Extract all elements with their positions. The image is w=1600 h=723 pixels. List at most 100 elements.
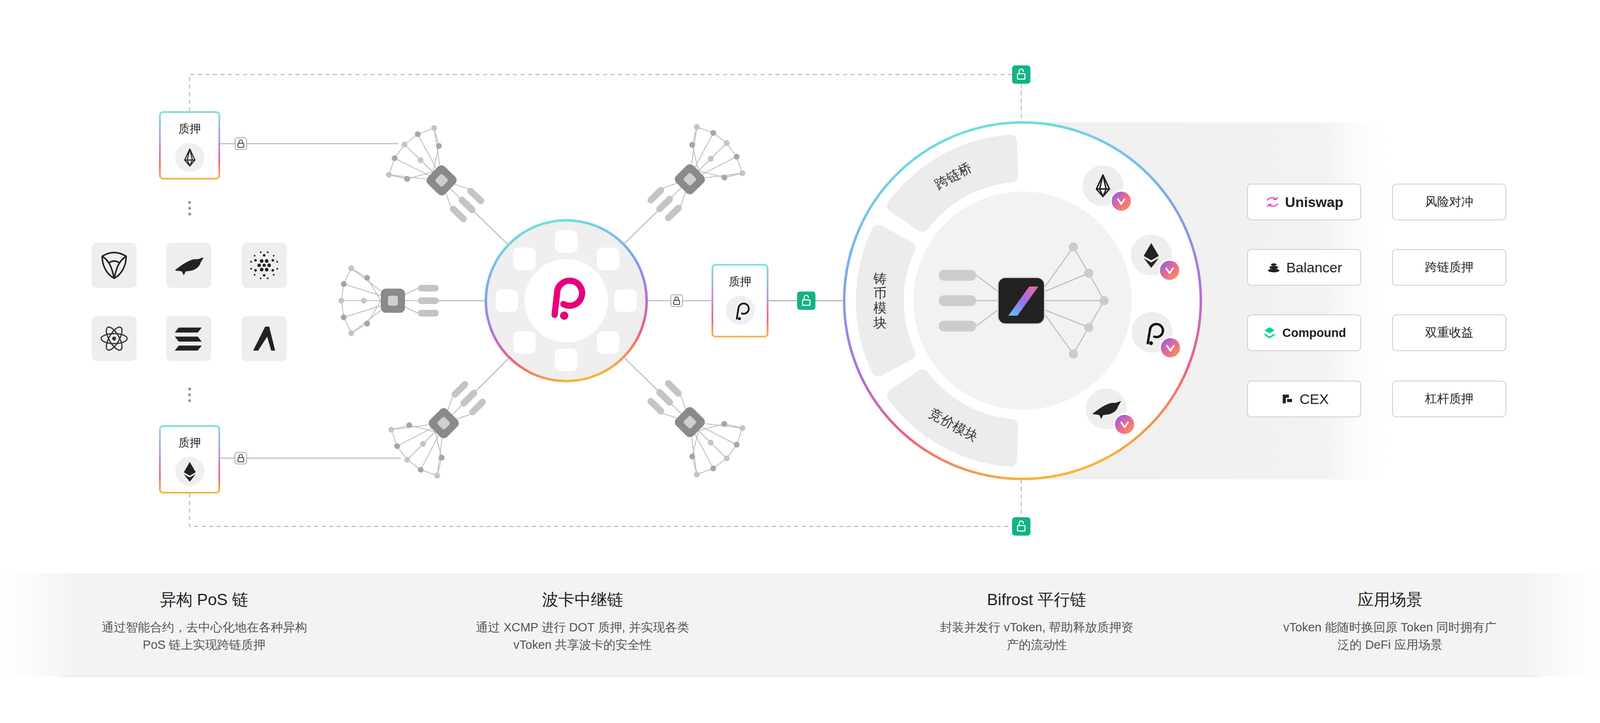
chain-icon-grid [253, 326, 276, 351]
chain-icon-grid [103, 325, 125, 353]
validator-network [343, 284, 381, 296]
validator-network [624, 357, 658, 390]
relay-chain [513, 247, 536, 271]
scenario-box: 双重收益 [1392, 314, 1507, 352]
validator-network [402, 175, 412, 184]
node-icon [175, 457, 205, 487]
validator-network [427, 127, 446, 146]
chain-icon-grid [91, 242, 137, 288]
node-icon [1269, 265, 1278, 270]
relay-chain [495, 289, 519, 313]
validator-network [338, 265, 439, 337]
scenario-box: 杠杆质押 [1392, 380, 1507, 418]
validator-network [698, 430, 727, 459]
node-label: 铸币模块 [873, 271, 887, 331]
validator-network [394, 150, 430, 185]
lock-icon [670, 295, 683, 307]
validator-network [705, 157, 743, 195]
feature-column: 波卡中继链通过 XCMP 进行 DOT 质押, 并实现各类 vToken 共享波… [472, 588, 693, 654]
node-body: 封装并发行 vToken, 帮助释放质押资 产的流动性 [935, 618, 1138, 654]
validator-network [663, 409, 678, 423]
vtoken-icon [1114, 414, 1135, 435]
lock-icon [235, 137, 247, 150]
validator-network [675, 127, 713, 165]
relay-chain [614, 289, 637, 313]
validator-network [387, 425, 396, 435]
validator-network [685, 127, 704, 145]
validator-network [405, 421, 414, 430]
node-icon [725, 295, 755, 325]
vtoken-icon [1082, 165, 1181, 435]
chain-icon-grid [260, 259, 264, 263]
validator-network [389, 158, 427, 196]
vtoken-icon [1120, 422, 1129, 428]
validator-network [686, 132, 722, 168]
stake-box: 质押 [159, 111, 221, 180]
validator-network [387, 295, 398, 306]
unlock-icon [1019, 69, 1024, 74]
validator-network [722, 454, 731, 463]
chain-icon-grid [101, 333, 128, 344]
node-label: Uniswap [1285, 194, 1344, 211]
unlock-icon [1012, 517, 1031, 536]
validator-network [687, 452, 697, 461]
chain-icon-grid [103, 325, 125, 353]
node-icon [183, 474, 196, 483]
validator-network [351, 268, 381, 292]
bifrost-parachain [938, 295, 977, 307]
validator-network [663, 203, 684, 223]
wire [220, 457, 401, 460]
relay-chain [555, 230, 578, 253]
module-sector: 铸币模块 [859, 270, 901, 333]
validator-network [392, 442, 402, 451]
vtoken-icon [1143, 242, 1159, 261]
node-icon [1267, 204, 1278, 207]
validator-network [682, 415, 698, 430]
feature-column: Bifrost 平行链封装并发行 vToken, 帮助释放质押资 产的流动性 [935, 588, 1138, 654]
bifrost-parachain [1068, 349, 1078, 359]
relay-chain [555, 348, 578, 372]
chain-icon-grid [174, 257, 204, 276]
bifrost-parachain [1044, 310, 1089, 328]
validator-network [407, 444, 423, 460]
bifrost-parachain [1068, 242, 1078, 252]
lock-icon [237, 143, 244, 148]
chain-icon-grid [174, 327, 202, 351]
ellipsis-dots [188, 212, 192, 216]
node-icon [1267, 268, 1280, 273]
validator-network [738, 424, 747, 433]
scenario-box: 风险对冲 [1392, 183, 1507, 221]
lock-icon [235, 452, 247, 465]
node-label: 杠杆质押 [1425, 390, 1474, 408]
validator-network [340, 281, 347, 288]
validator-network [676, 395, 690, 410]
validator-network [672, 187, 682, 198]
validator-network [402, 455, 412, 465]
validator-network [424, 163, 459, 198]
validator-network [340, 314, 347, 321]
vtoken-icon [1147, 324, 1163, 346]
ellipsis-dots [188, 201, 192, 205]
ellipsis-dots [188, 393, 192, 397]
validator-network [452, 405, 462, 415]
chain-icon-grid [250, 267, 253, 270]
wire [220, 143, 939, 459]
dashed-link [189, 479, 1022, 527]
chain-icon-grid [112, 336, 117, 341]
chain-icon-grid [250, 260, 253, 263]
chain-icon-grid [91, 316, 137, 362]
validator-network [696, 120, 750, 174]
node-icon [1267, 197, 1278, 201]
validator-network [738, 169, 747, 178]
ellipsis-dots [188, 399, 192, 403]
validator-network [720, 173, 729, 182]
chain-icon-grid [259, 277, 262, 280]
stake-box: 质押 [159, 425, 221, 494]
chain-icon-grid [174, 257, 204, 276]
chain-icon-grid [254, 259, 257, 262]
validator-network [682, 172, 698, 187]
dashed-link [189, 74, 1022, 123]
unlock-icon [1017, 73, 1025, 80]
node-icon [175, 142, 205, 173]
bifrost-parachain [1044, 314, 1074, 355]
